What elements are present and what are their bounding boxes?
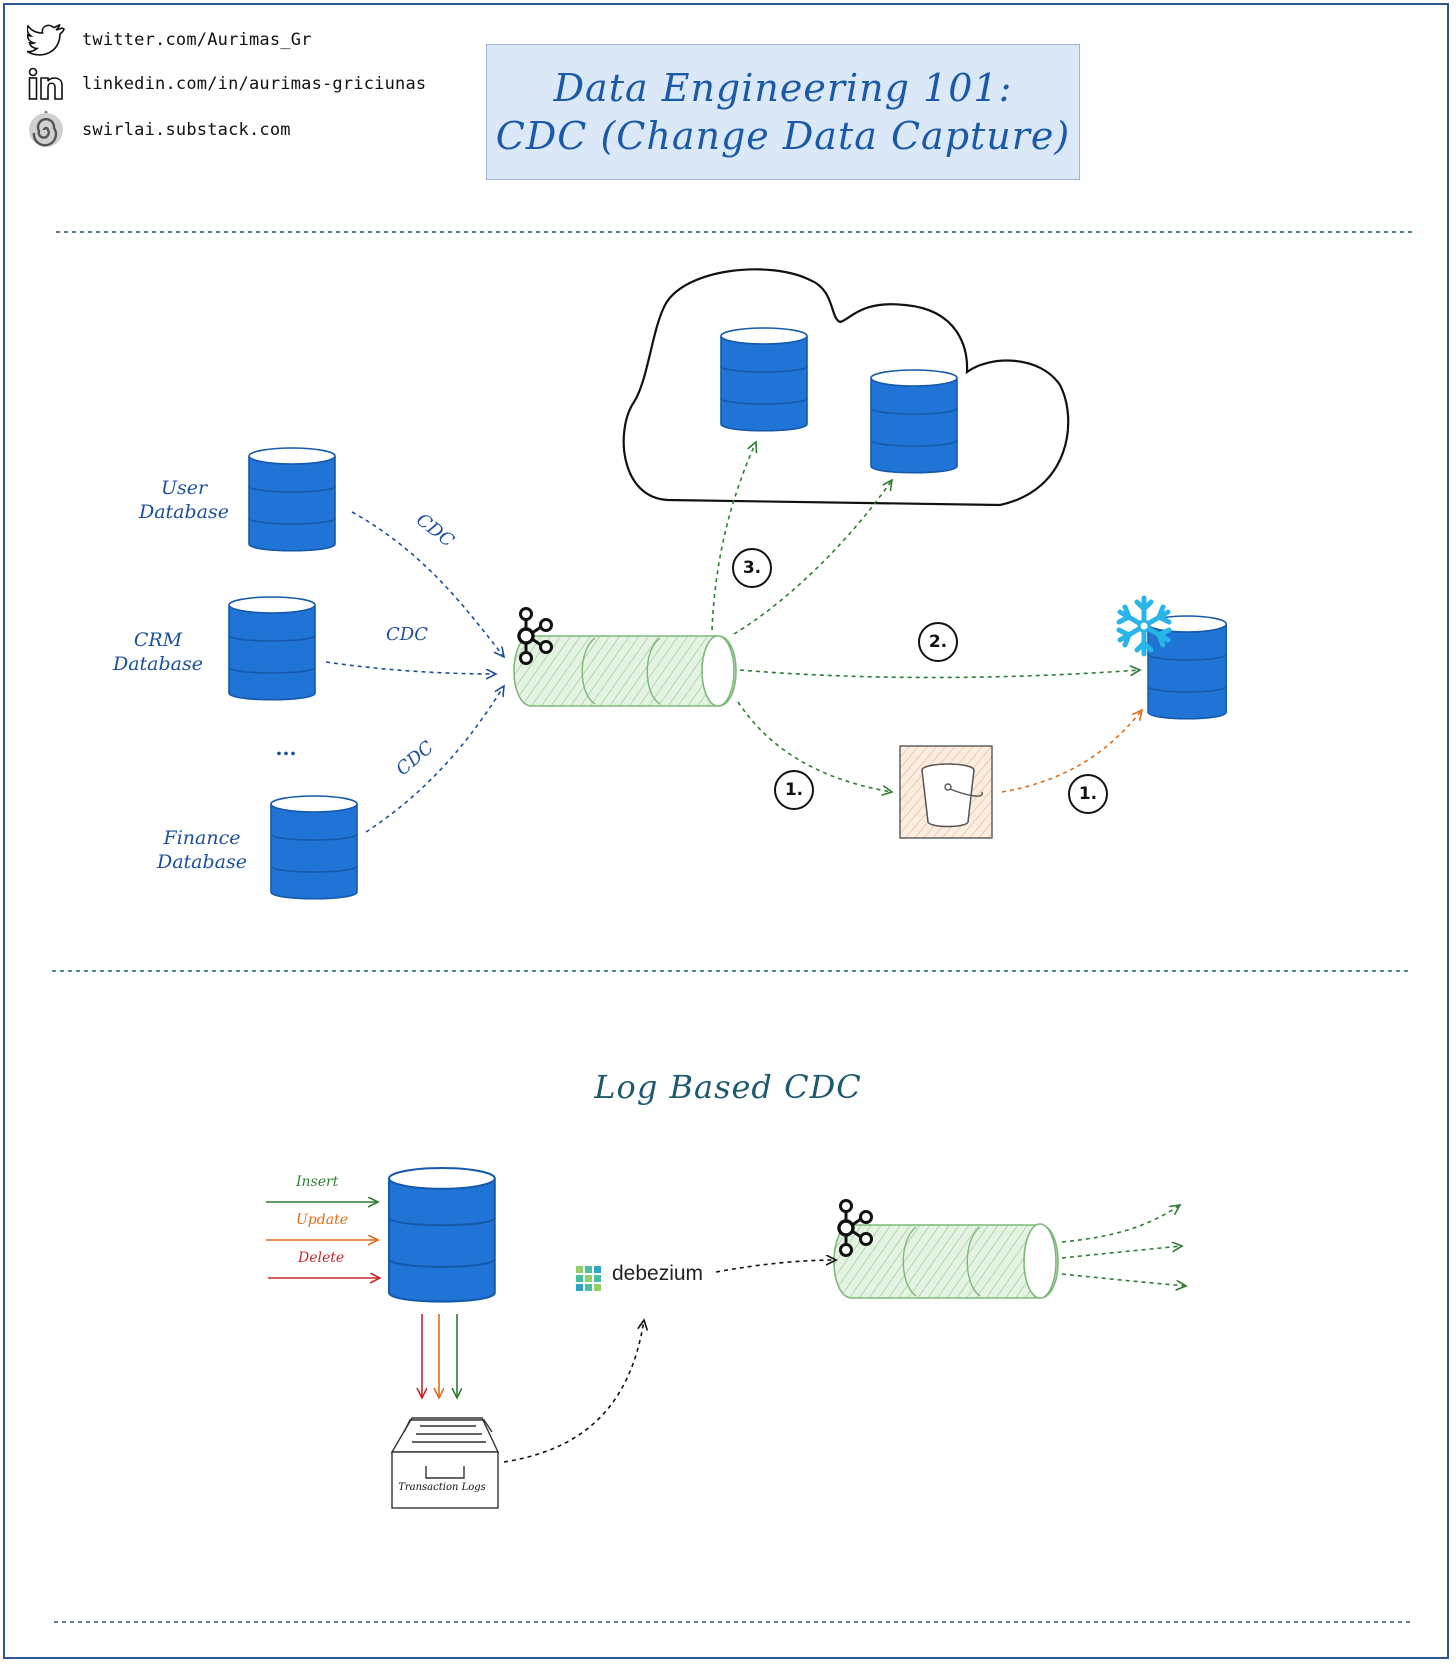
load-arrow-1 [1001,710,1142,793]
twitter-link-text: twitter.com/Aurimas_Gr [82,30,312,50]
finance-database-icon [270,795,358,900]
stream-arrow-3 [733,480,892,635]
debezium-to-kafka-arrow [715,1260,836,1273]
source-label-line: Finance [163,827,241,849]
step-badge-2: 2. [918,622,958,662]
crm-database-icon [228,596,316,701]
source-label-line: Database [138,501,229,523]
kafka-topic-cylinder [513,635,737,707]
transaction-logs-icon [390,1417,500,1509]
user-database-label: User Database [128,476,240,524]
insert-label: Insert [296,1174,339,1190]
snowflake-icon [1116,595,1172,657]
cdc-arrow [351,511,504,657]
cdc-label: CDC [386,624,428,645]
step-badge-1: 1. [1068,774,1108,814]
debezium-logo-icon [576,1266,601,1291]
swirl-icon [26,110,66,150]
debezium-wordmark: debezium [612,1262,704,1285]
stream-arrow-1 [737,701,892,792]
consumer-arrow [1061,1205,1180,1243]
consumer-arrow [1061,1246,1182,1259]
step-badge-1: 1. [774,770,814,810]
social-twitter[interactable]: twitter.com/Aurimas_Gr [26,20,312,60]
update-label: Update [296,1212,348,1228]
cloud-shape [622,268,1070,507]
log-based-cdc-title: Log Based CDC [594,1068,862,1106]
source-label-line: Database [112,653,203,675]
source-database-icon [387,1166,496,1303]
source-label-line: Database [156,851,247,873]
social-linkedin[interactable]: linkedin.com/in/aurimas-griciunas [26,64,426,104]
linkedin-icon [26,64,66,104]
s3-bucket-icon [899,745,993,839]
cdc-arrow [325,661,496,674]
delete-label: Delete [298,1250,345,1266]
stream-arrow-2 [739,670,1140,679]
step-badge-3: 3. [732,548,772,588]
page-frame [3,3,1449,1659]
cdc-arrow [365,686,504,833]
title-box: Data Engineering 101: CDC (Change Data C… [486,44,1080,180]
logs-to-debezium-arrow [503,1320,644,1463]
stream-arrow-3 [711,442,756,631]
cloud-database-icon [720,327,808,432]
kafka-topic-cylinder [833,1223,1059,1299]
social-substack[interactable]: swirlai.substack.com [26,110,291,150]
source-label-line: User [160,477,208,499]
title-line-2: CDC (Change Data Capture) [495,114,1071,158]
user-database-icon [248,447,336,552]
title-line-1: Data Engineering 101: [553,66,1013,110]
source-label-line: CRM [133,629,183,651]
transaction-logs-label: Transaction Logs [398,1482,486,1493]
cloud-database-icon [870,369,958,474]
more-databases-ellipsis: ... [275,736,297,760]
twitter-icon [26,20,66,60]
warehouse-database-icon [1147,615,1228,720]
debezium-logo: debezium [604,1262,703,1286]
consumer-arrow [1061,1273,1186,1286]
crm-database-label: CRM Database [102,628,214,676]
finance-database-label: Finance Database [142,826,262,874]
substack-link-text: swirlai.substack.com [82,120,291,140]
linkedin-link-text: linkedin.com/in/aurimas-griciunas [82,74,427,94]
